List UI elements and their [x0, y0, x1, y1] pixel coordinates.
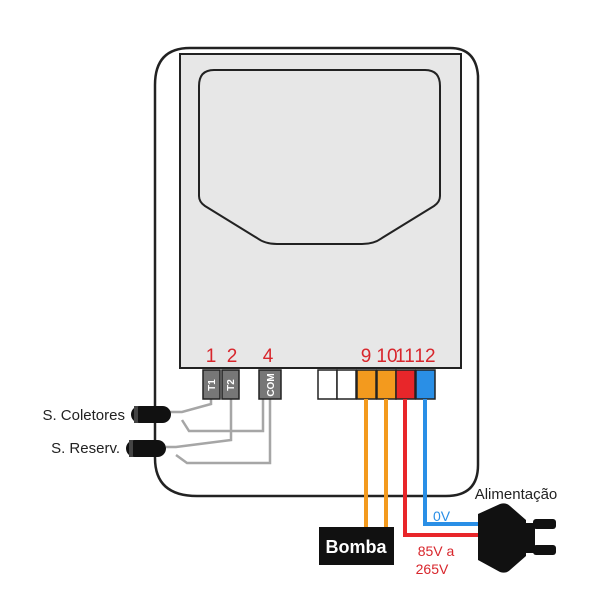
pump-box	[319, 527, 394, 565]
terminal-com: COM	[258, 369, 282, 400]
power-label: Alimentação	[475, 486, 558, 503]
terminal-number-1: 1	[206, 346, 217, 367]
terminal-com-label: COM	[266, 373, 277, 396]
power-plug-icon	[478, 503, 556, 573]
live-wire	[403, 399, 478, 537]
terminal-t2-label: T2	[226, 379, 237, 391]
terminal-t1-label: T1	[207, 379, 218, 391]
sensor-probe-reservatorio	[126, 440, 166, 457]
display-window	[198, 69, 441, 245]
terminal-t1: T1	[202, 369, 221, 400]
neutral-voltage-label: 0V	[433, 508, 451, 524]
pump-wires	[364, 399, 388, 530]
sensor-wires	[166, 398, 272, 465]
terminal-number-2: 2	[227, 346, 238, 367]
sensor-probe-coletores	[131, 406, 171, 423]
voltage-range-line2: 265V	[416, 561, 449, 577]
neutral-wire	[423, 399, 478, 526]
terminal-11	[395, 369, 416, 400]
terminal-number-11: 11	[395, 346, 415, 367]
terminal-number-10: 10	[376, 346, 397, 367]
voltage-range-line1: 85V a	[418, 543, 455, 559]
terminal-empty-1	[317, 369, 338, 400]
pump-label: Bomba	[325, 537, 387, 557]
terminal-t2: T2	[221, 369, 240, 400]
terminal-10	[376, 369, 397, 400]
terminal-12	[415, 369, 436, 400]
terminal-empty-2	[336, 369, 357, 400]
terminal-number-9: 9	[361, 346, 372, 367]
sensor-label-reservatorio: S. Reserv.	[51, 440, 120, 457]
terminal-number-12: 12	[414, 346, 435, 367]
terminal-number-4: 4	[263, 346, 274, 367]
terminal-9	[356, 369, 377, 400]
sensor-label-coletores: S. Coletores	[42, 407, 125, 424]
